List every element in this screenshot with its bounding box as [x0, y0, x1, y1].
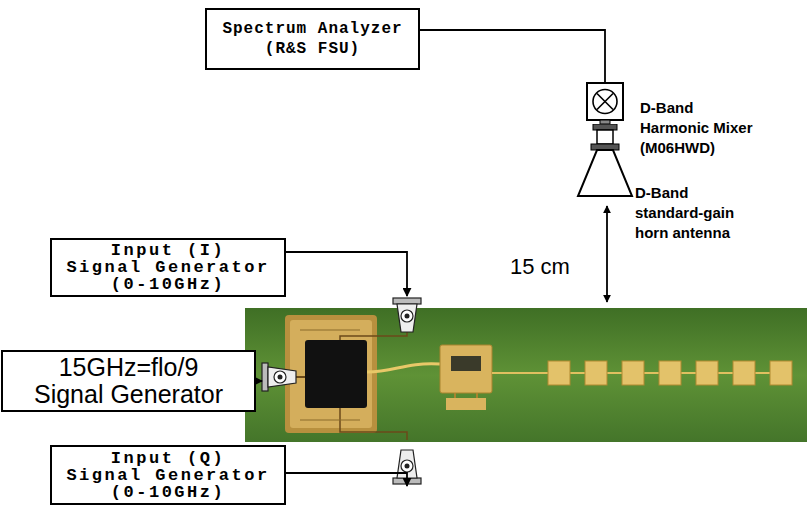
- patch-array: [659, 361, 681, 385]
- signal-generator-box: Input (Q)Signal Generator(0-10GHz): [50, 445, 286, 505]
- node-text: (0-10GHz): [111, 276, 225, 293]
- signal-wire: [256, 380, 262, 382]
- sma-connector: [262, 363, 296, 391]
- sma-connector: [393, 298, 421, 304]
- node-text: (R&S FSU): [265, 39, 360, 59]
- node-text: Input (I): [111, 242, 225, 259]
- sma-connector: [268, 367, 296, 387]
- patch-array: [548, 361, 570, 385]
- patch-array: [622, 361, 644, 385]
- mixer-symbol: [587, 83, 623, 120]
- transition-block: [451, 356, 481, 371]
- transition-block: [440, 345, 492, 393]
- sma-connector: [274, 371, 286, 383]
- horn-symbol: [575, 124, 635, 200]
- feed-line: [367, 364, 440, 372]
- cable-line: [420, 30, 605, 82]
- pcb-trace: [340, 332, 407, 340]
- sma-connector: [397, 304, 417, 332]
- node-text: 15GHz=flo/9: [59, 354, 199, 381]
- node-text: horn antenna: [635, 223, 734, 243]
- patch-array: [585, 361, 607, 385]
- sma-connector: [262, 363, 268, 391]
- node-text: (0-10GHz): [111, 484, 225, 501]
- mixer-symbol: [597, 94, 613, 110]
- horn-symbol: [597, 130, 613, 144]
- patch-array: [770, 361, 792, 385]
- node-text: Harmonic Mixer: [640, 118, 753, 138]
- sma-connector: [401, 460, 413, 472]
- transition-block: [440, 345, 492, 410]
- sma-connector: [401, 310, 413, 322]
- transition-block: [446, 398, 486, 410]
- sma-connector: [405, 314, 410, 319]
- signal-generator-box: Input (I)Signal Generator(0-10GHz): [50, 238, 286, 297]
- horn-symbol: [593, 124, 617, 130]
- part-label: D-Bandstandard-gainhorn antenna: [635, 183, 734, 243]
- gold-pad: [285, 315, 377, 433]
- pcb-board: [245, 308, 807, 442]
- signal-generator-box: 15GHz=flo/9Signal Generator: [1, 350, 256, 412]
- node-text: Signal Generator: [66, 259, 269, 276]
- patch-array: [696, 361, 718, 385]
- transition-block: [454, 393, 456, 398]
- node-text: Signal Generator: [66, 467, 269, 484]
- instrument-box: Spectrum Analyzer(R&S FSU): [205, 8, 420, 70]
- sma-connector: [405, 464, 410, 469]
- node-text: D-Band: [635, 183, 734, 203]
- chip-package: [305, 340, 367, 408]
- patch-array: [548, 361, 792, 385]
- part-label: D-BandHarmonic Mixer(M06HWD): [640, 98, 753, 158]
- dimension-label: 15 cm: [510, 254, 570, 280]
- signal-wire: [286, 252, 407, 296]
- sma-connector: [278, 375, 283, 380]
- pcb-board: [245, 308, 807, 442]
- distance-arrow: [607, 206, 608, 302]
- pcb-trace: [296, 376, 305, 378]
- patch-array: [733, 361, 755, 385]
- node-text: (M06HWD): [640, 138, 753, 158]
- node-text: Spectrum Analyzer: [222, 19, 402, 39]
- node-text: standard-gain: [635, 203, 734, 223]
- node-text: D-Band: [640, 98, 753, 118]
- mixer-symbol: [585, 82, 629, 124]
- pcb-trace: [296, 330, 407, 440]
- distance-arrow: [606, 206, 608, 302]
- feed-line: [367, 364, 440, 372]
- signal-wire: [286, 473, 407, 486]
- mixer-symbol: [600, 120, 610, 124]
- horn-symbol: [578, 150, 632, 196]
- transition-block: [476, 393, 478, 398]
- mixer-symbol: [593, 90, 617, 114]
- pcb-trace: [340, 406, 407, 440]
- node-text: Input (Q): [111, 450, 225, 467]
- node-text: Signal Generator: [34, 381, 223, 408]
- chip-package: [305, 340, 367, 408]
- sma-connector: [393, 298, 421, 332]
- gold-pad: [285, 315, 377, 433]
